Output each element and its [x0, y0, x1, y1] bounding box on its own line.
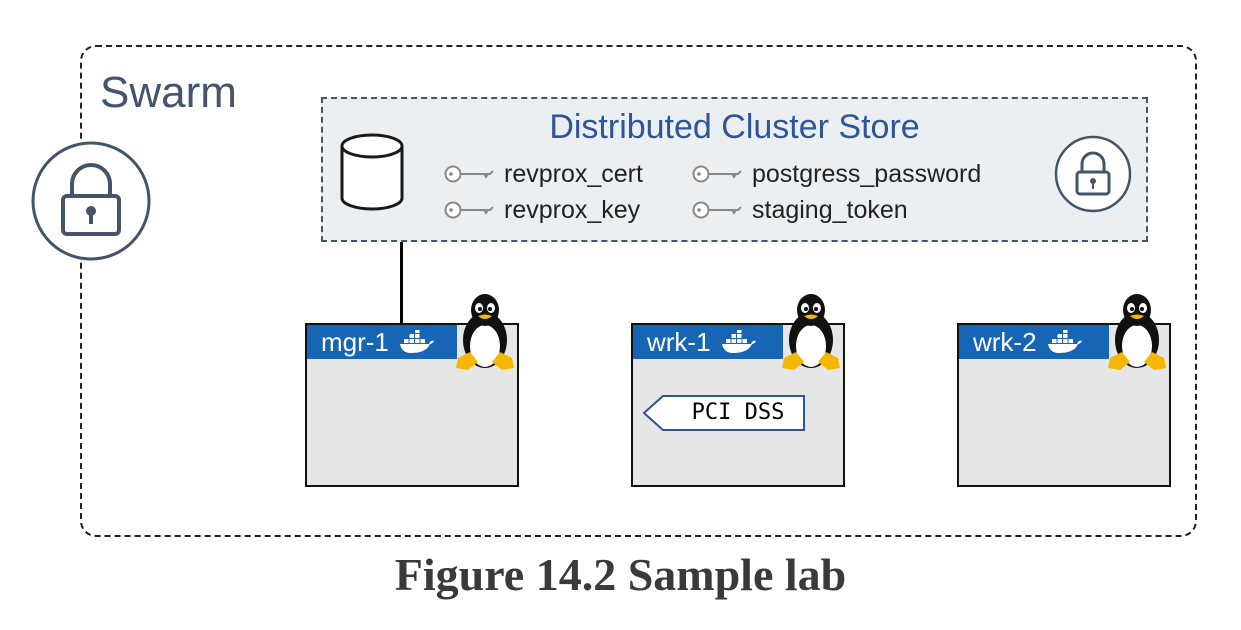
secret-name: revprox_cert [504, 159, 643, 188]
docker-whale-icon [721, 330, 756, 353]
database-icon [340, 133, 404, 211]
secret-name: staging_token [752, 195, 908, 224]
linux-tux-icon [782, 294, 840, 370]
figure-caption: Figure 14.2 Sample lab [394, 549, 847, 600]
store-connection-line [400, 242, 403, 324]
node-tag-label: PCI DSS [691, 400, 785, 425]
key-icon [444, 201, 494, 219]
swarm-boundary [80, 45, 1197, 537]
docker-whale-icon [399, 330, 434, 353]
linux-tux-icon [1108, 294, 1166, 370]
node-label: wrk-2 [973, 326, 1037, 357]
node-label: mgr-1 [321, 326, 389, 357]
secret-name: revprox_key [504, 195, 641, 224]
docker-whale-icon [1047, 330, 1082, 353]
key-icon [692, 201, 742, 219]
linux-tux-icon [456, 294, 514, 370]
secret-item: staging_token [692, 194, 908, 226]
node-header: mgr-1 [307, 325, 457, 359]
node-label: wrk-1 [647, 326, 711, 357]
secret-name: postgress_password [752, 159, 982, 188]
lock-icon [1054, 135, 1132, 213]
node-tag-shape [643, 395, 805, 431]
swarm-title: Swarm [100, 68, 237, 117]
secret-item: postgress_password [692, 158, 981, 190]
key-icon [444, 165, 494, 183]
node-header: wrk-2 [959, 325, 1109, 359]
key-icon [692, 165, 742, 183]
cluster-store-title: Distributed Cluster Store [549, 108, 920, 146]
lock-icon [31, 141, 151, 261]
secret-item: revprox_cert [444, 158, 643, 190]
node-header: wrk-1 [633, 325, 783, 359]
secret-item: revprox_key [444, 194, 640, 226]
